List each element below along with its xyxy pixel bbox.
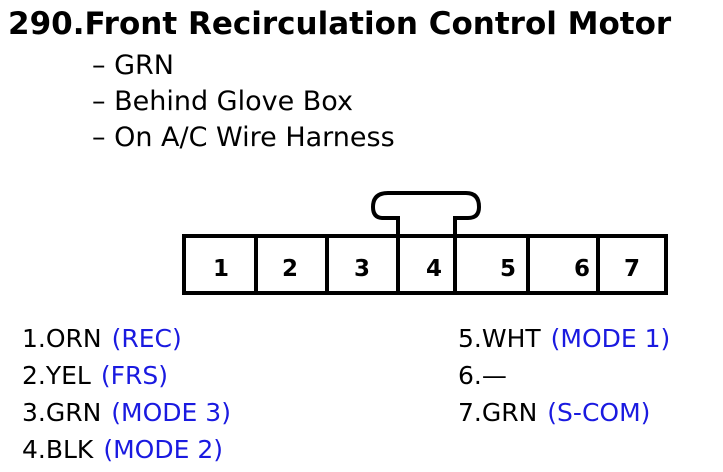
pin-wire: 7.GRN (458, 398, 538, 427)
connector-lock-tab (370, 191, 482, 236)
note-location: – Behind Glove Box (92, 86, 353, 117)
notes-list: – GRN – Behind Glove Box – On A/C Wire H… (92, 48, 395, 156)
pinout-row: 6.— (458, 357, 670, 394)
pin-wire: 6.— (458, 361, 507, 390)
pin-function: (REC) (111, 324, 182, 353)
pinout-right: 5.WHT (MODE 1) 6.— 7.GRN (S-COM) (458, 320, 670, 431)
pinout-row: 4.BLK (MODE 2) (22, 431, 231, 468)
pin-number-1: 1 (213, 256, 229, 282)
pin-wire: 3.GRN (22, 398, 102, 427)
pin-number-6: 6 (574, 256, 590, 282)
pin-function: (MODE 3) (111, 398, 231, 427)
connector-body (182, 234, 668, 295)
pin-wire: 1.ORN (22, 324, 102, 353)
note-harness: – On A/C Wire Harness (92, 122, 395, 153)
pin-function: (S-COM) (547, 398, 651, 427)
pin-function: (MODE 1) (550, 324, 671, 353)
pinout-row: 5.WHT (MODE 1) (458, 320, 670, 357)
pinout-row: 2.YEL (FRS) (22, 357, 231, 394)
note-color: – GRN (92, 50, 174, 81)
pin-wire: 2.YEL (22, 361, 91, 390)
pin-function: (MODE 2) (103, 435, 223, 464)
pin-number-5: 5 (500, 256, 516, 282)
pin-number-7: 7 (624, 256, 640, 282)
pinout-row: 3.GRN (MODE 3) (22, 394, 231, 431)
diagram-title: 290.Front Recirculation Control Motor (8, 6, 672, 42)
pin-number-4: 4 (426, 256, 442, 282)
pin-wire: 4.BLK (22, 435, 94, 464)
pin-function: (FRS) (100, 361, 168, 390)
pin-number-2: 2 (282, 256, 298, 282)
pin-wire: 5.WHT (458, 324, 541, 353)
pinout-left: 1.ORN (REC) 2.YEL (FRS) 3.GRN (MODE 3) 4.BL… (22, 320, 231, 468)
pin-number-3: 3 (354, 256, 370, 282)
pinout-row: 7.GRN (S-COM) (458, 394, 670, 431)
pinout-row: 1.ORN (REC) (22, 320, 231, 357)
